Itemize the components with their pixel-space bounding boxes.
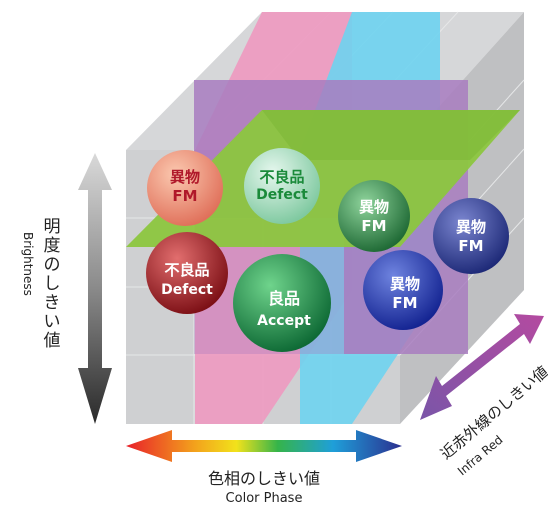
- sphere-fm-blue-line2: FM: [392, 294, 417, 312]
- brightness-label-char: き: [44, 293, 61, 313]
- color-phase-label-en: Color Phase: [226, 491, 303, 506]
- sphere-fm-right-line1: 異物: [456, 218, 486, 236]
- sphere-accept-line2: Accept: [257, 313, 311, 329]
- brightness-label-char: 明: [44, 217, 61, 237]
- sphere-defect-top: 不良品 Defect: [244, 148, 320, 224]
- sphere-defect-top-line2: Defect: [256, 187, 308, 203]
- sphere-fm-right: 異物 FM: [433, 198, 509, 274]
- brightness-label-char: い: [44, 312, 61, 332]
- color-phase-arrow: [126, 430, 402, 462]
- sphere-fm-center-line2: FM: [361, 217, 386, 235]
- brightness-label-char: の: [44, 255, 61, 275]
- infra-red-arrow: [420, 314, 544, 420]
- sphere-fm-center: 異物 FM: [338, 180, 410, 252]
- sphere-fm-right-line2: FM: [458, 237, 483, 255]
- brightness-label-char: 値: [44, 331, 61, 351]
- sphere-fm-blue: 異物 FM: [363, 250, 443, 330]
- sphere-fm-blue-line1: 異物: [390, 275, 420, 293]
- sphere-fm-top-left: 異物 FM: [147, 150, 223, 226]
- brightness-label-jp: 明度のしきい値: [44, 217, 61, 351]
- brightness-label-en: Brightness: [21, 232, 35, 296]
- brightness-label-char: 度: [44, 236, 61, 256]
- brightness-arrow: [78, 153, 112, 424]
- spheres: 異物 FM 不良品 Defect 異物 FM 異物 FM 不良品 Defect …: [146, 148, 509, 352]
- sphere-fm-center-line1: 異物: [359, 198, 389, 216]
- color-phase-label-jp: 色相のしきい値: [208, 469, 320, 488]
- sphere-fm-top-left-line2: FM: [172, 187, 197, 205]
- sphere-accept-line1: 良品: [268, 289, 300, 308]
- sphere-accept: 良品 Accept: [233, 254, 331, 352]
- brightness-label-char: し: [44, 274, 61, 294]
- sphere-defect-left-line2: Defect: [161, 282, 213, 298]
- color-phase-axis: 色相のしきい値 Color Phase: [126, 430, 402, 506]
- sphere-defect-left: 不良品 Defect: [146, 232, 228, 314]
- sphere-defect-top-line1: 不良品: [259, 168, 304, 186]
- sphere-fm-top-left-line1: 異物: [170, 168, 200, 186]
- sphere-defect-left-line1: 不良品: [164, 261, 209, 279]
- green-plane-shade: [262, 110, 520, 160]
- brightness-axis: 明度のしきい値 Brightness: [21, 153, 112, 424]
